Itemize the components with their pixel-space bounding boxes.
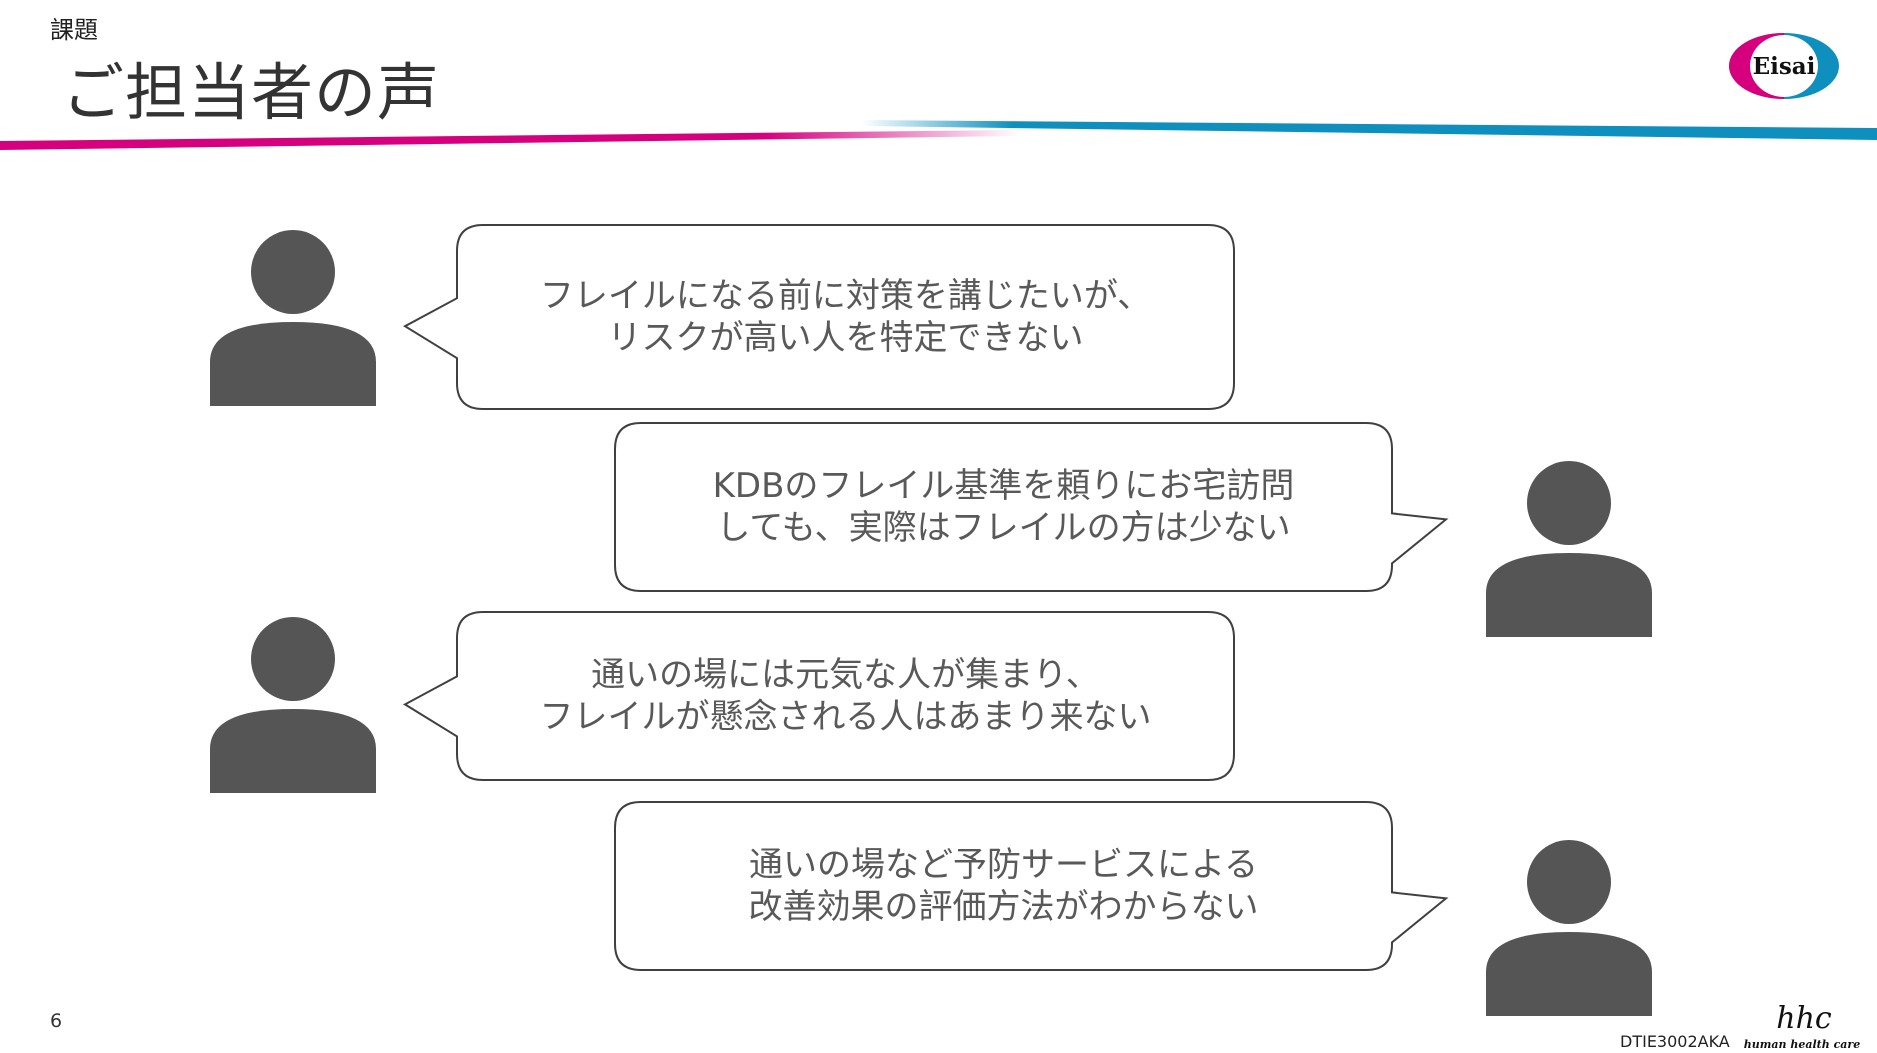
person-icon bbox=[210, 617, 376, 793]
voice-line: フレイルになる前に対策を講じたいが、 bbox=[539, 276, 1152, 316]
speech-bubble bbox=[402, 611, 1235, 781]
hhc-tagline: human health care bbox=[1744, 1038, 1860, 1051]
speech-bubble bbox=[614, 801, 1449, 971]
person-icon bbox=[210, 230, 376, 406]
voice-text: 通いの場には元気な人が集まり、フレイルが懸念される人はあまり来ない bbox=[457, 654, 1234, 738]
speech-bubble bbox=[614, 422, 1449, 592]
voice-line: 通いの場には元気な人が集まり、 bbox=[591, 655, 1100, 695]
voice-text: フレイルになる前に対策を講じたいが、リスクが高い人を特定できない bbox=[457, 275, 1234, 359]
voice-line: フレイルが懸念される人はあまり来ない bbox=[539, 697, 1152, 737]
person-icon bbox=[1486, 840, 1652, 1016]
page-number: 6 bbox=[50, 1010, 63, 1032]
page-title: ご担当者の声 bbox=[62, 56, 441, 129]
voice-line: 通いの場など予防サービスによる bbox=[749, 845, 1258, 885]
logo-text: Eisai bbox=[1753, 53, 1816, 80]
voice-line: KDBのフレイル基準を頼りにお宅訪問 bbox=[712, 466, 1295, 506]
document-code: DTIE3002AKA bbox=[1620, 1032, 1730, 1051]
hhc-mark: hhc bbox=[1776, 1001, 1832, 1036]
voice-text: KDBのフレイル基準を頼りにお宅訪問しても、実際はフレイルの方は少ない bbox=[615, 465, 1392, 549]
eisai-logo: Eisai bbox=[1729, 33, 1839, 99]
header-rule-magenta bbox=[0, 130, 1020, 150]
section-label: 課題 bbox=[50, 16, 98, 44]
voice-line: 改善効果の評価方法がわからない bbox=[748, 887, 1259, 927]
hhc-logo: hhc human health care bbox=[1744, 1001, 1860, 1051]
speech-bubble bbox=[402, 224, 1235, 410]
voice-line: リスクが高い人を特定できない bbox=[607, 318, 1084, 358]
voice-text: 通いの場など予防サービスによる改善効果の評価方法がわからない bbox=[615, 844, 1392, 928]
voice-line: しても、実際はフレイルの方は少ない bbox=[716, 508, 1291, 548]
person-icon bbox=[1486, 461, 1652, 637]
header-rule-blue bbox=[862, 120, 1877, 140]
